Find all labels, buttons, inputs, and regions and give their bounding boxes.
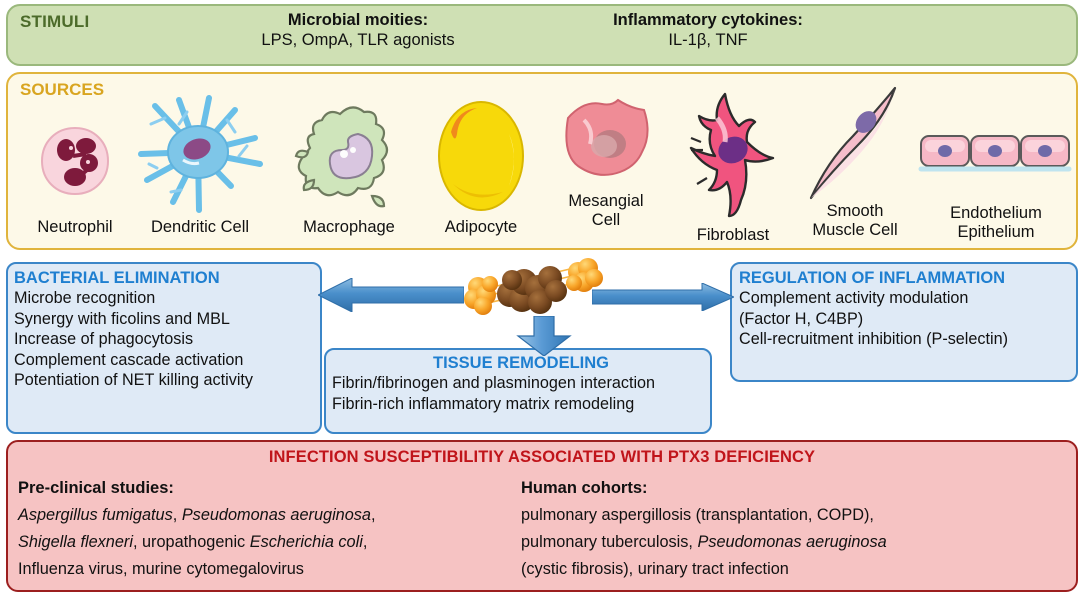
panel-line: Synergy with ficolins and MBL (14, 309, 230, 328)
column-heading: Pre-clinical studies: (18, 479, 174, 497)
stimuli-panel: STIMULI Microbial moities: LPS, OmpA, TL… (6, 4, 1078, 66)
tissue-remodeling-panel: TISSUE REMODELING Fibrin/fibrinogen and … (324, 348, 712, 434)
source-cell-label: Endothelium (950, 204, 1042, 222)
infection-line: pulmonary tuberculosis, Pseudomonas aeru… (521, 533, 887, 551)
stimuli-heading: Microbial moities: (287, 11, 429, 29)
arrow-left-icon (316, 277, 465, 317)
sources-panel: SOURCES Neutrophil (6, 72, 1078, 250)
panel-line: Cell-recruitment inhibition (P-selectin) (739, 330, 1008, 348)
mesangial-cell-icon (554, 94, 658, 192)
source-cell-macrophage: Macrophage (284, 100, 414, 237)
stimuli-column-microbial: Microbial moities: LPS, OmpA, TLR agonis… (193, 11, 523, 51)
source-cell-label-2: Cell (591, 211, 621, 229)
panel-line: (Factor H, C4BP) (739, 309, 864, 328)
column-heading: Human cohorts: (521, 479, 648, 497)
source-cell-endothelium: Endothelium Epithelium (916, 94, 1076, 242)
source-cell-label: Fibroblast (696, 226, 770, 244)
source-cell-label: Dendritic Cell (150, 218, 250, 236)
stimuli-value: IL-1β, TNF (668, 31, 748, 49)
stimuli-heading: Inflammatory cytokines: (613, 11, 803, 29)
source-cell-mesangial: Mesangial Cell (544, 94, 668, 230)
panel-line: Microbe recognition (14, 289, 156, 307)
infection-line: Influenza virus, murine cytomegalovirus (18, 560, 304, 578)
source-cell-label: Mesangial (568, 192, 644, 210)
adipocyte-icon (431, 98, 531, 218)
source-cell-fibroblast: Fibroblast (672, 88, 794, 245)
bacterial-elimination-panel: BACTERIAL ELIMINATION Microbe recognitio… (6, 262, 322, 434)
panel-line: Complement cascade activation (14, 350, 244, 369)
regulation-of-inflammation-panel: REGULATION OF INFLAMMATION Complement ac… (730, 262, 1078, 382)
infection-column-preclinical: Pre-clinical studies: Aspergillus fumiga… (18, 475, 376, 583)
panel-title: TISSUE REMODELING (432, 354, 609, 372)
panel-line: Complement activity modulation (739, 289, 969, 307)
source-cell-neutrophil: Neutrophil (16, 108, 134, 237)
infection-panel-title: INFECTION SUSCEPTIBILITIY ASSOCIATED WIT… (268, 448, 816, 466)
panel-title: REGULATION OF INFLAMMATION (739, 269, 1006, 287)
source-cell-label: Adipocyte (444, 218, 518, 236)
neutrophil-icon (37, 108, 113, 218)
source-cell-smooth-muscle: Smooth Muscle Cell (796, 84, 914, 240)
infection-susceptibility-panel: INFECTION SUSCEPTIBILITIY ASSOCIATED WIT… (6, 440, 1078, 592)
source-cell-adipocyte: Adipocyte (422, 98, 540, 237)
dendritic-cell-icon (135, 94, 265, 218)
source-cell-label-2: Epithelium (957, 223, 1035, 241)
infection-column-human: Human cohorts: pulmonary aspergillosis (… (521, 475, 887, 583)
stimuli-column-cytokines: Inflammatory cytokines: IL-1β, TNF (548, 11, 868, 51)
sources-tag: SOURCES (20, 80, 105, 99)
source-cell-label-2: Muscle Cell (812, 221, 898, 239)
source-cell-label: Macrophage (303, 218, 395, 236)
stimuli-value: LPS, OmpA, TLR agonists (261, 31, 455, 49)
panel-line: Increase of phagocytosis (14, 330, 194, 348)
stimuli-tag: STIMULI (20, 12, 90, 31)
source-cell-label: Smooth (826, 202, 884, 220)
infection-line: pulmonary aspergillosis (transplantation… (521, 506, 874, 524)
source-cell-dendritic: Dendritic Cell (130, 94, 270, 237)
arrow-down-icon (516, 315, 572, 361)
source-cell-label: Neutrophil (37, 218, 113, 236)
arrow-right-icon (591, 282, 736, 316)
fibroblast-icon (677, 88, 789, 226)
panel-line: Fibrin-rich inflammatory matrix remodeli… (332, 394, 635, 413)
smooth-muscle-cell-icon (803, 84, 907, 202)
panel-line: Fibrin/fibrinogen and plasminogen intera… (332, 374, 656, 392)
infection-line: (cystic fibrosis), urinary tract infecti… (521, 560, 789, 578)
panel-line: Potentiation of NET killing activity (14, 371, 254, 389)
panel-title: BACTERIAL ELIMINATION (14, 269, 220, 287)
ptx3-octamer-icon (452, 258, 612, 320)
infection-line: Shigella flexneri, uropathogenic Escheri… (18, 533, 368, 551)
infection-line: Aspergillus fumigatus, Pseudomonas aerug… (18, 506, 376, 524)
macrophage-icon (290, 100, 408, 218)
endothelium-epithelium-icon (916, 94, 1076, 204)
